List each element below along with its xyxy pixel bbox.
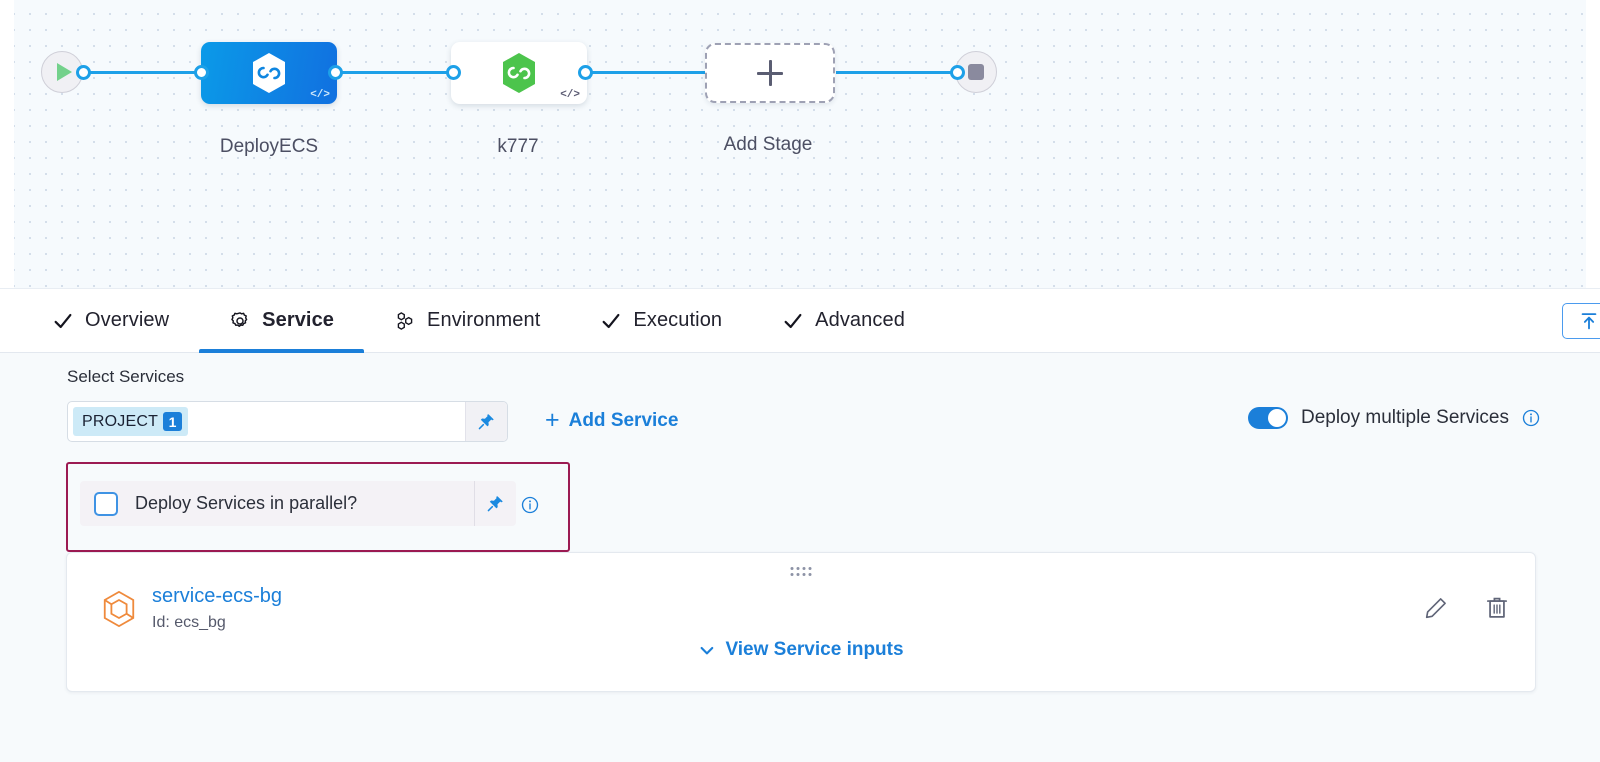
plus-icon-vertical bbox=[768, 60, 772, 86]
toggle-knob bbox=[1267, 409, 1286, 427]
harness-hexagon-icon bbox=[253, 53, 285, 93]
check-icon bbox=[784, 313, 802, 328]
play-icon bbox=[56, 63, 72, 81]
harness-hexagon-icon bbox=[503, 53, 535, 93]
tab-advanced[interactable]: Advanced bbox=[752, 289, 935, 352]
canvas-left-gutter bbox=[0, 0, 14, 288]
add-stage-button[interactable] bbox=[705, 43, 835, 103]
pin-icon bbox=[478, 414, 494, 430]
pipeline-canvas[interactable]: </> DeployECS </> k777 Add Stage bbox=[0, 0, 1600, 289]
connector-k777-to-addstage bbox=[580, 71, 710, 74]
stop-icon bbox=[968, 64, 984, 80]
tab-execution[interactable]: Execution bbox=[570, 289, 752, 352]
view-service-inputs-button[interactable]: View Service inputs bbox=[698, 639, 904, 661]
k777-input-port[interactable] bbox=[446, 65, 461, 80]
deploy-parallel-label: Deploy Services in parallel? bbox=[135, 493, 358, 513]
service-card[interactable]: service-ecs-bg Id: ecs_bg View Service i… bbox=[66, 552, 1536, 692]
edit-service-button[interactable] bbox=[1423, 595, 1449, 621]
tab-advanced-label: Advanced bbox=[815, 309, 905, 331]
check-icon bbox=[602, 313, 620, 328]
service-name-link[interactable]: service-ecs-bg bbox=[152, 585, 283, 607]
info-icon[interactable] bbox=[1522, 409, 1540, 427]
connector-deployecs-to-k777 bbox=[330, 71, 458, 74]
pin-icon bbox=[487, 496, 503, 512]
deployecs-input-port[interactable] bbox=[194, 65, 209, 80]
tab-overview[interactable]: Overview bbox=[22, 289, 199, 352]
deploy-multiple-services-toggle[interactable] bbox=[1247, 407, 1288, 429]
stage-node-k777[interactable]: </> bbox=[451, 42, 587, 104]
parallel-highlight-box bbox=[66, 462, 570, 552]
delete-service-button[interactable] bbox=[1484, 595, 1510, 621]
canvas-right-gutter bbox=[1586, 0, 1600, 288]
save-upload-icon bbox=[1581, 313, 1597, 330]
stage-code-badge: </> bbox=[310, 89, 330, 101]
service-tab-content: Select Services PROJECT 1 + Add Service … bbox=[0, 353, 1600, 762]
gear-icon bbox=[231, 311, 248, 327]
deploy-multiple-services-label: Deploy multiple Services bbox=[1300, 407, 1509, 428]
service-cube-icon bbox=[103, 590, 135, 628]
select-services-input[interactable]: PROJECT 1 bbox=[67, 401, 508, 442]
chevron-down-icon bbox=[700, 646, 714, 654]
start-node-port[interactable] bbox=[76, 65, 91, 80]
tab-overview-label: Overview bbox=[85, 309, 170, 331]
service-id-text: Id: ecs_bg bbox=[152, 614, 226, 631]
check-icon bbox=[54, 313, 72, 328]
save-button[interactable]: S bbox=[1562, 303, 1600, 339]
selected-services-tags: PROJECT 1 bbox=[68, 407, 465, 436]
selected-tag-label: PROJECT bbox=[82, 412, 159, 430]
select-services-pin-button[interactable] bbox=[465, 402, 507, 441]
stage-label-k777: k777 bbox=[497, 136, 539, 157]
add-service-button[interactable]: + Add Service bbox=[545, 408, 678, 433]
selected-tag-project[interactable]: PROJECT 1 bbox=[73, 407, 189, 436]
trash-icon bbox=[1486, 597, 1508, 618]
connector-start-to-deployecs bbox=[86, 71, 208, 74]
tab-execution-label: Execution bbox=[633, 309, 723, 331]
k777-output-port[interactable] bbox=[578, 65, 593, 80]
deploy-parallel-info-icon[interactable] bbox=[521, 496, 539, 514]
deploy-multiple-services-row: Deploy multiple Services bbox=[1247, 407, 1540, 429]
select-services-label: Select Services bbox=[67, 367, 185, 386]
deploy-parallel-pin-button[interactable] bbox=[474, 481, 516, 526]
stage-node-deployecs[interactable]: </> bbox=[201, 42, 337, 104]
stage-tabbar: Overview Service Environment bbox=[0, 289, 1600, 353]
tab-service-label: Service bbox=[262, 309, 335, 331]
pencil-icon bbox=[1425, 598, 1446, 619]
stage-label-deployecs: DeployECS bbox=[219, 136, 319, 157]
stage-code-badge: </> bbox=[560, 89, 580, 101]
tab-service[interactable]: Service bbox=[199, 289, 364, 353]
connector-addstage-to-end bbox=[836, 71, 958, 74]
tab-environment-label: Environment bbox=[427, 309, 541, 331]
end-node-port[interactable] bbox=[950, 65, 965, 80]
deploy-parallel-row[interactable]: Deploy Services in parallel? bbox=[80, 481, 516, 526]
deploy-parallel-checkbox[interactable] bbox=[94, 491, 118, 516]
selected-tag-count: 1 bbox=[163, 412, 183, 431]
drag-handle-dots-icon[interactable] bbox=[790, 567, 812, 576]
view-service-inputs-label: View Service inputs bbox=[725, 639, 904, 660]
deployecs-output-port[interactable] bbox=[328, 65, 343, 80]
tab-environment[interactable]: Environment bbox=[364, 289, 570, 352]
add-stage-label: Add Stage bbox=[723, 134, 813, 155]
plus-icon: + bbox=[545, 406, 560, 434]
hexagon-cluster-icon bbox=[397, 311, 413, 330]
add-service-label: Add Service bbox=[568, 409, 679, 431]
